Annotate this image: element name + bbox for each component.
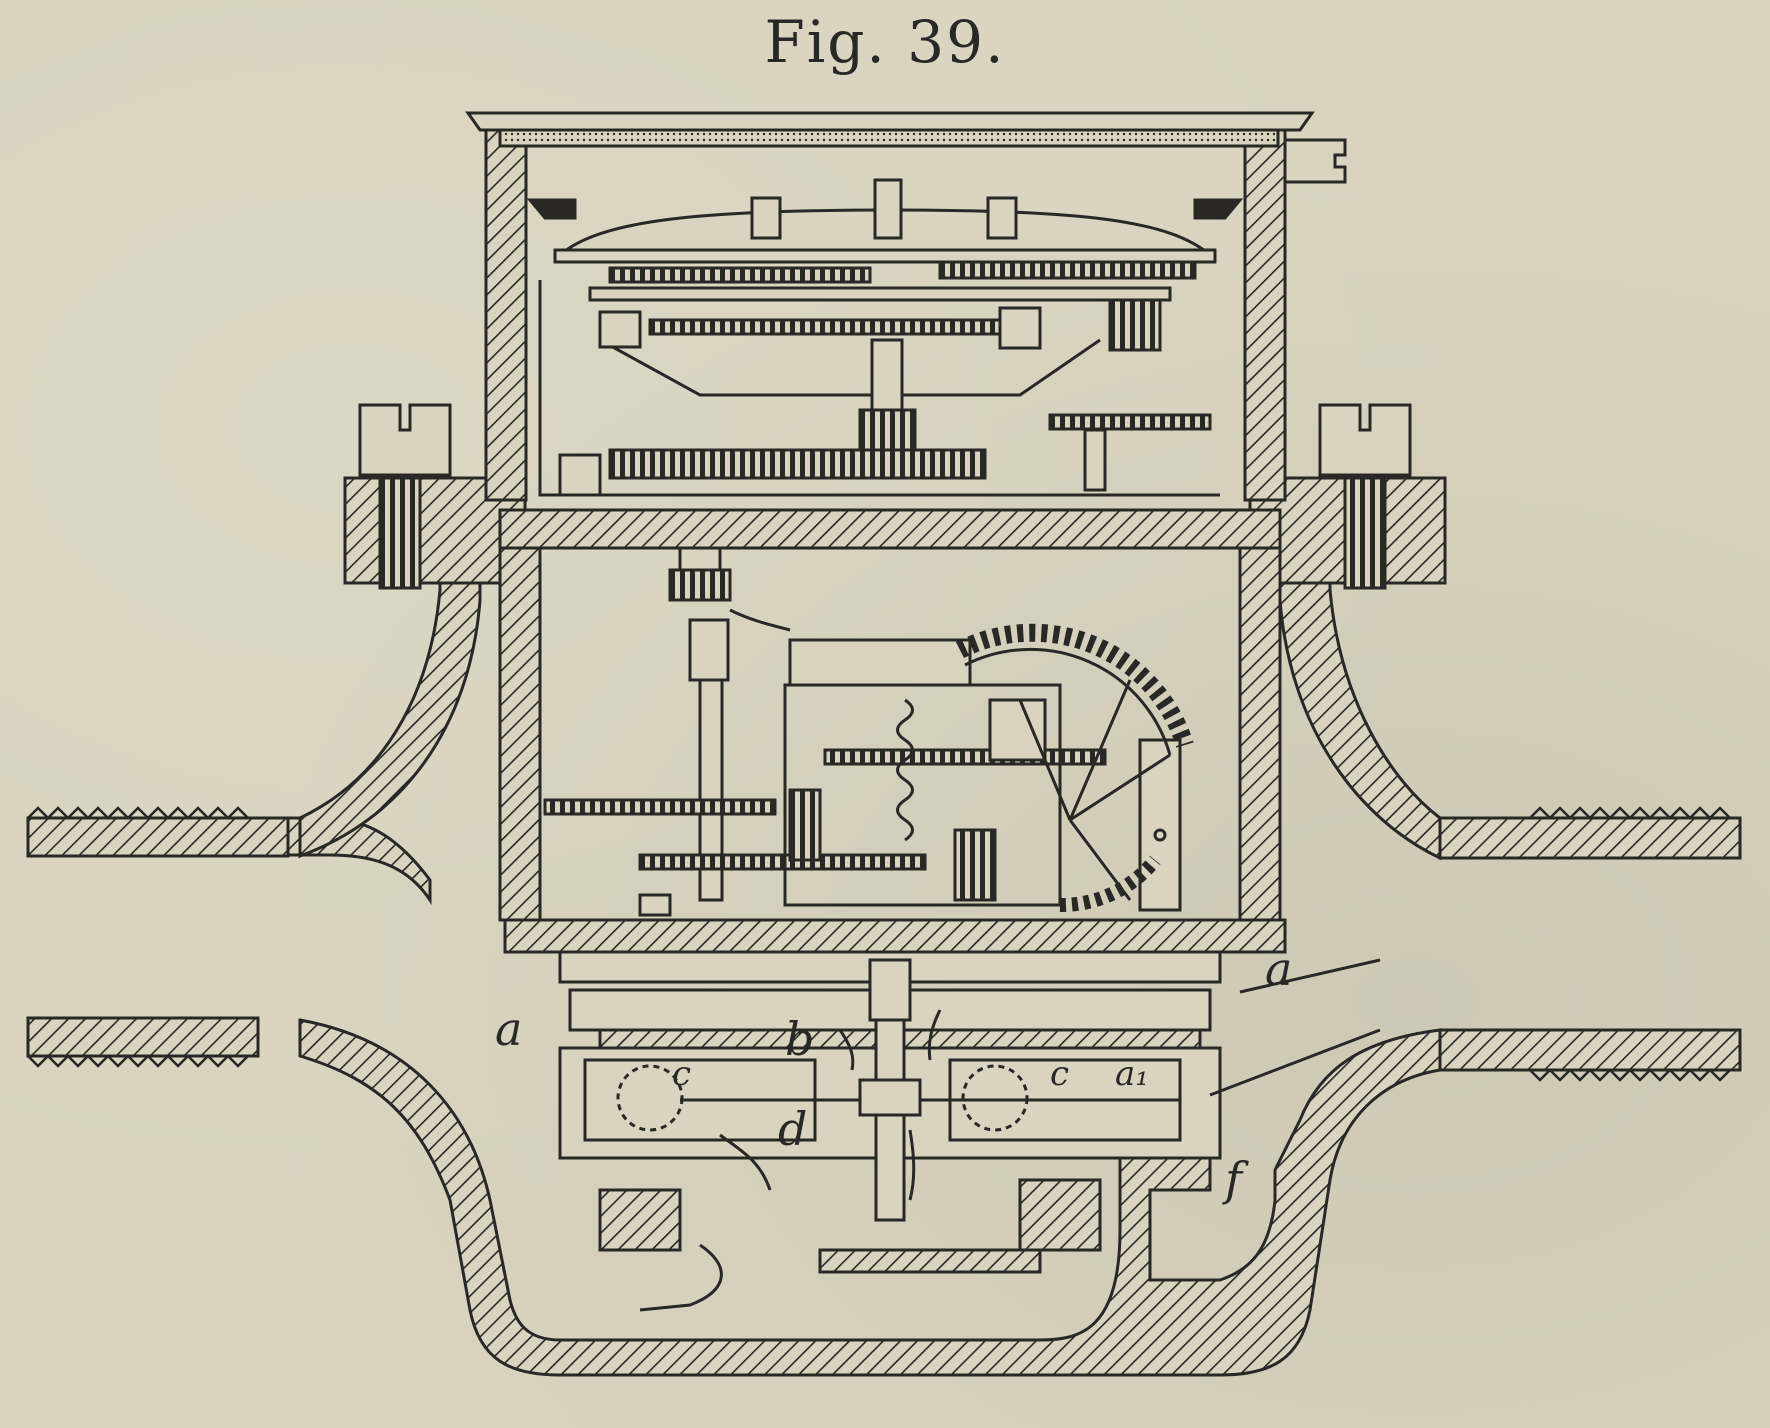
label-a-right: a bbox=[1265, 942, 1292, 996]
large-sector-gear bbox=[955, 623, 1194, 913]
middle-plate bbox=[498, 508, 1282, 550]
threaded-outlet-pipe bbox=[1438, 806, 1742, 1082]
label-c-right: c bbox=[1050, 1054, 1069, 1094]
lower-plate bbox=[503, 918, 1287, 954]
label-c-left: c bbox=[672, 1054, 691, 1094]
upper-gear-train bbox=[538, 178, 1220, 497]
turbine-chamber bbox=[558, 950, 1381, 1312]
label-b: b bbox=[785, 1012, 814, 1066]
figure-title: Fig. 39. bbox=[764, 8, 1006, 76]
lower-gear-train bbox=[543, 546, 1182, 917]
label-d: d bbox=[778, 1102, 807, 1156]
label-a1: a₁ bbox=[1115, 1054, 1149, 1094]
flange-bolts bbox=[358, 403, 1412, 590]
threaded-inlet-pipe bbox=[26, 806, 432, 1068]
label-f: f bbox=[1222, 1152, 1249, 1206]
label-a-left: a bbox=[495, 1002, 522, 1056]
dial-cover bbox=[465, 111, 1347, 220]
